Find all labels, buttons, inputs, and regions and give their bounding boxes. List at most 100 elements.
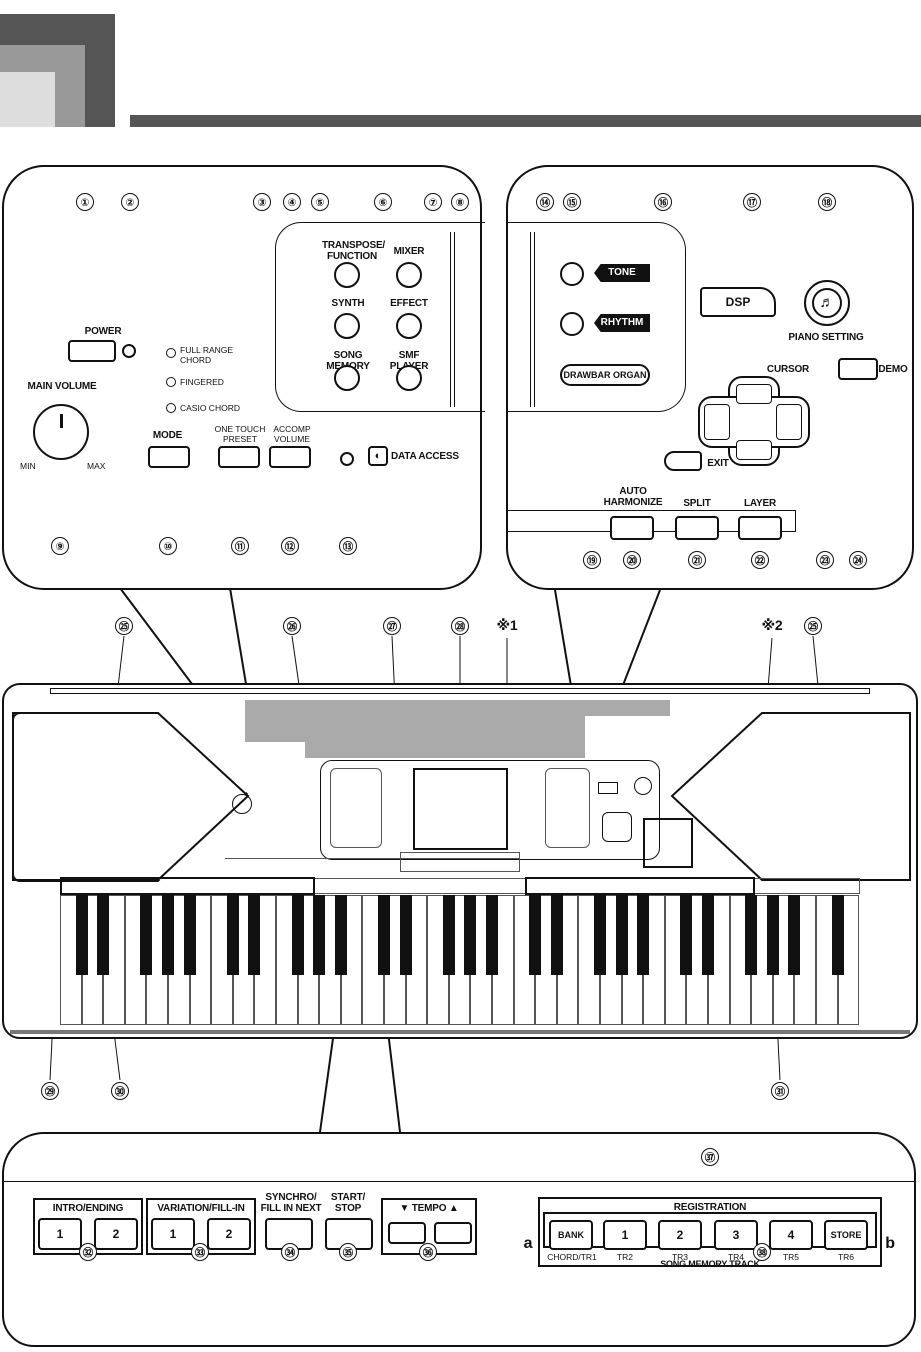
registration-3-button[interactable]: 3 bbox=[714, 1220, 758, 1250]
header-rule bbox=[130, 115, 921, 127]
tempo-label: ▼ TEMPO ▲ bbox=[399, 1203, 459, 1214]
registration-group bbox=[538, 1197, 882, 1267]
effect-button[interactable] bbox=[396, 313, 422, 339]
mixer-button[interactable] bbox=[396, 262, 422, 288]
tempo-down-button[interactable] bbox=[388, 1222, 426, 1244]
power-button[interactable] bbox=[68, 340, 116, 362]
cursor-left[interactable] bbox=[704, 404, 730, 440]
lcd-display[interactable] bbox=[413, 768, 508, 850]
black-key[interactable] bbox=[486, 895, 498, 975]
black-key[interactable] bbox=[594, 895, 606, 975]
cursor-down[interactable] bbox=[736, 440, 772, 460]
registration-4-button[interactable]: 4 bbox=[769, 1220, 813, 1250]
song-memory-group bbox=[543, 1212, 877, 1248]
mini-dsp[interactable] bbox=[598, 782, 618, 794]
rhythm-button[interactable] bbox=[560, 312, 584, 336]
synth-label: SYNTH bbox=[331, 298, 365, 309]
black-key[interactable] bbox=[788, 895, 801, 975]
mini-cursor[interactable] bbox=[602, 812, 632, 842]
tr5-label: TR5 bbox=[782, 1252, 800, 1262]
demo-button[interactable] bbox=[838, 358, 878, 380]
variation-2-button[interactable]: 2 bbox=[207, 1218, 251, 1250]
mixer-label: MIXER bbox=[393, 246, 425, 257]
black-key[interactable] bbox=[831, 895, 844, 975]
split-button[interactable] bbox=[675, 516, 719, 540]
black-key[interactable] bbox=[615, 895, 628, 975]
mini-piano-setting[interactable] bbox=[634, 777, 652, 795]
transpose-function-button[interactable] bbox=[334, 262, 360, 288]
black-key[interactable] bbox=[140, 895, 153, 975]
drawbar-organ-button[interactable]: DRAWBAR ORGAN bbox=[560, 364, 650, 386]
max-label: MAX bbox=[87, 461, 106, 471]
chord-tr1-label: CHORD/TR1 bbox=[547, 1252, 597, 1262]
tempo-up-button[interactable] bbox=[434, 1222, 472, 1244]
black-key[interactable] bbox=[529, 895, 542, 975]
tone-list-band bbox=[245, 700, 585, 742]
black-key[interactable] bbox=[378, 895, 390, 975]
one-touch-label: ONE TOUCH PRESET bbox=[214, 424, 266, 444]
black-key[interactable] bbox=[464, 895, 477, 975]
song-memory-button[interactable] bbox=[334, 365, 360, 391]
black-key[interactable] bbox=[680, 895, 693, 975]
cursor-up[interactable] bbox=[736, 384, 772, 404]
main-volume-knob[interactable] bbox=[33, 404, 89, 460]
callout-11: ⑪ bbox=[231, 537, 249, 555]
tr4-label: TR4 bbox=[727, 1252, 745, 1262]
black-key[interactable] bbox=[248, 895, 261, 975]
exit-label: EXIT bbox=[707, 458, 729, 469]
mini-button-row bbox=[225, 858, 520, 873]
black-key[interactable] bbox=[97, 895, 110, 975]
black-key[interactable] bbox=[399, 895, 412, 975]
black-key[interactable] bbox=[550, 895, 563, 975]
synth-button[interactable] bbox=[334, 313, 360, 339]
black-key[interactable] bbox=[766, 895, 779, 975]
black-key[interactable] bbox=[291, 895, 304, 975]
numeric-keypad[interactable] bbox=[643, 818, 693, 868]
bank-button[interactable]: BANK bbox=[549, 1220, 593, 1250]
callout-24: ㉔ bbox=[849, 551, 867, 569]
black-key[interactable] bbox=[745, 895, 758, 975]
registration-2-button[interactable]: 2 bbox=[658, 1220, 702, 1250]
intro-ending-2-button[interactable]: 2 bbox=[94, 1218, 138, 1250]
intro-ending-label: INTRO/ENDING bbox=[52, 1203, 124, 1214]
black-key[interactable] bbox=[75, 895, 88, 975]
black-key[interactable] bbox=[162, 895, 174, 975]
auto-harmonize-button[interactable] bbox=[610, 516, 654, 540]
callout-13: ⑬ bbox=[339, 537, 357, 555]
smf-player-button[interactable] bbox=[396, 365, 422, 391]
piano-setting-label: PIANO SETTING bbox=[788, 332, 864, 343]
registration-1-button[interactable]: 1 bbox=[603, 1220, 647, 1250]
left-inner-panel bbox=[275, 222, 485, 412]
black-key[interactable] bbox=[334, 895, 347, 975]
black-key[interactable] bbox=[313, 895, 326, 975]
callout-34: ㉞ bbox=[281, 1243, 299, 1261]
layer-button[interactable] bbox=[738, 516, 782, 540]
mini-volume-knob[interactable] bbox=[232, 794, 252, 814]
callout-9: ⑨ bbox=[51, 537, 69, 555]
store-button[interactable]: STORE bbox=[824, 1220, 868, 1250]
exit-button[interactable] bbox=[664, 451, 702, 471]
cursor-right[interactable] bbox=[776, 404, 802, 440]
tr2-label: TR2 bbox=[616, 1252, 634, 1262]
accomp-volume-button[interactable] bbox=[269, 446, 311, 468]
callout-12: ⑫ bbox=[281, 537, 299, 555]
cursor-label: CURSOR bbox=[766, 364, 810, 375]
dsp-button[interactable]: DSP bbox=[700, 287, 776, 317]
mode-button[interactable] bbox=[148, 446, 190, 468]
variation-1-button[interactable]: 1 bbox=[151, 1218, 195, 1250]
callout-36: ㊱ bbox=[419, 1243, 437, 1261]
tone-button[interactable] bbox=[560, 262, 584, 286]
note-1: ※1 bbox=[496, 617, 518, 633]
transpose-label: TRANSPOSE/ FUNCTION bbox=[322, 240, 386, 262]
callout-2: ② bbox=[121, 193, 139, 211]
black-key[interactable] bbox=[442, 895, 455, 975]
intro-ending-1-button[interactable]: 1 bbox=[38, 1218, 82, 1250]
black-key[interactable] bbox=[637, 895, 650, 975]
one-touch-preset-button[interactable] bbox=[218, 446, 260, 468]
black-key[interactable] bbox=[183, 895, 196, 975]
black-key[interactable] bbox=[702, 895, 714, 975]
registration-label: REGISTRATION bbox=[660, 1202, 760, 1213]
callout-5: ⑤ bbox=[311, 193, 329, 211]
callout-33: ㉝ bbox=[191, 1243, 209, 1261]
black-key[interactable] bbox=[226, 895, 239, 975]
